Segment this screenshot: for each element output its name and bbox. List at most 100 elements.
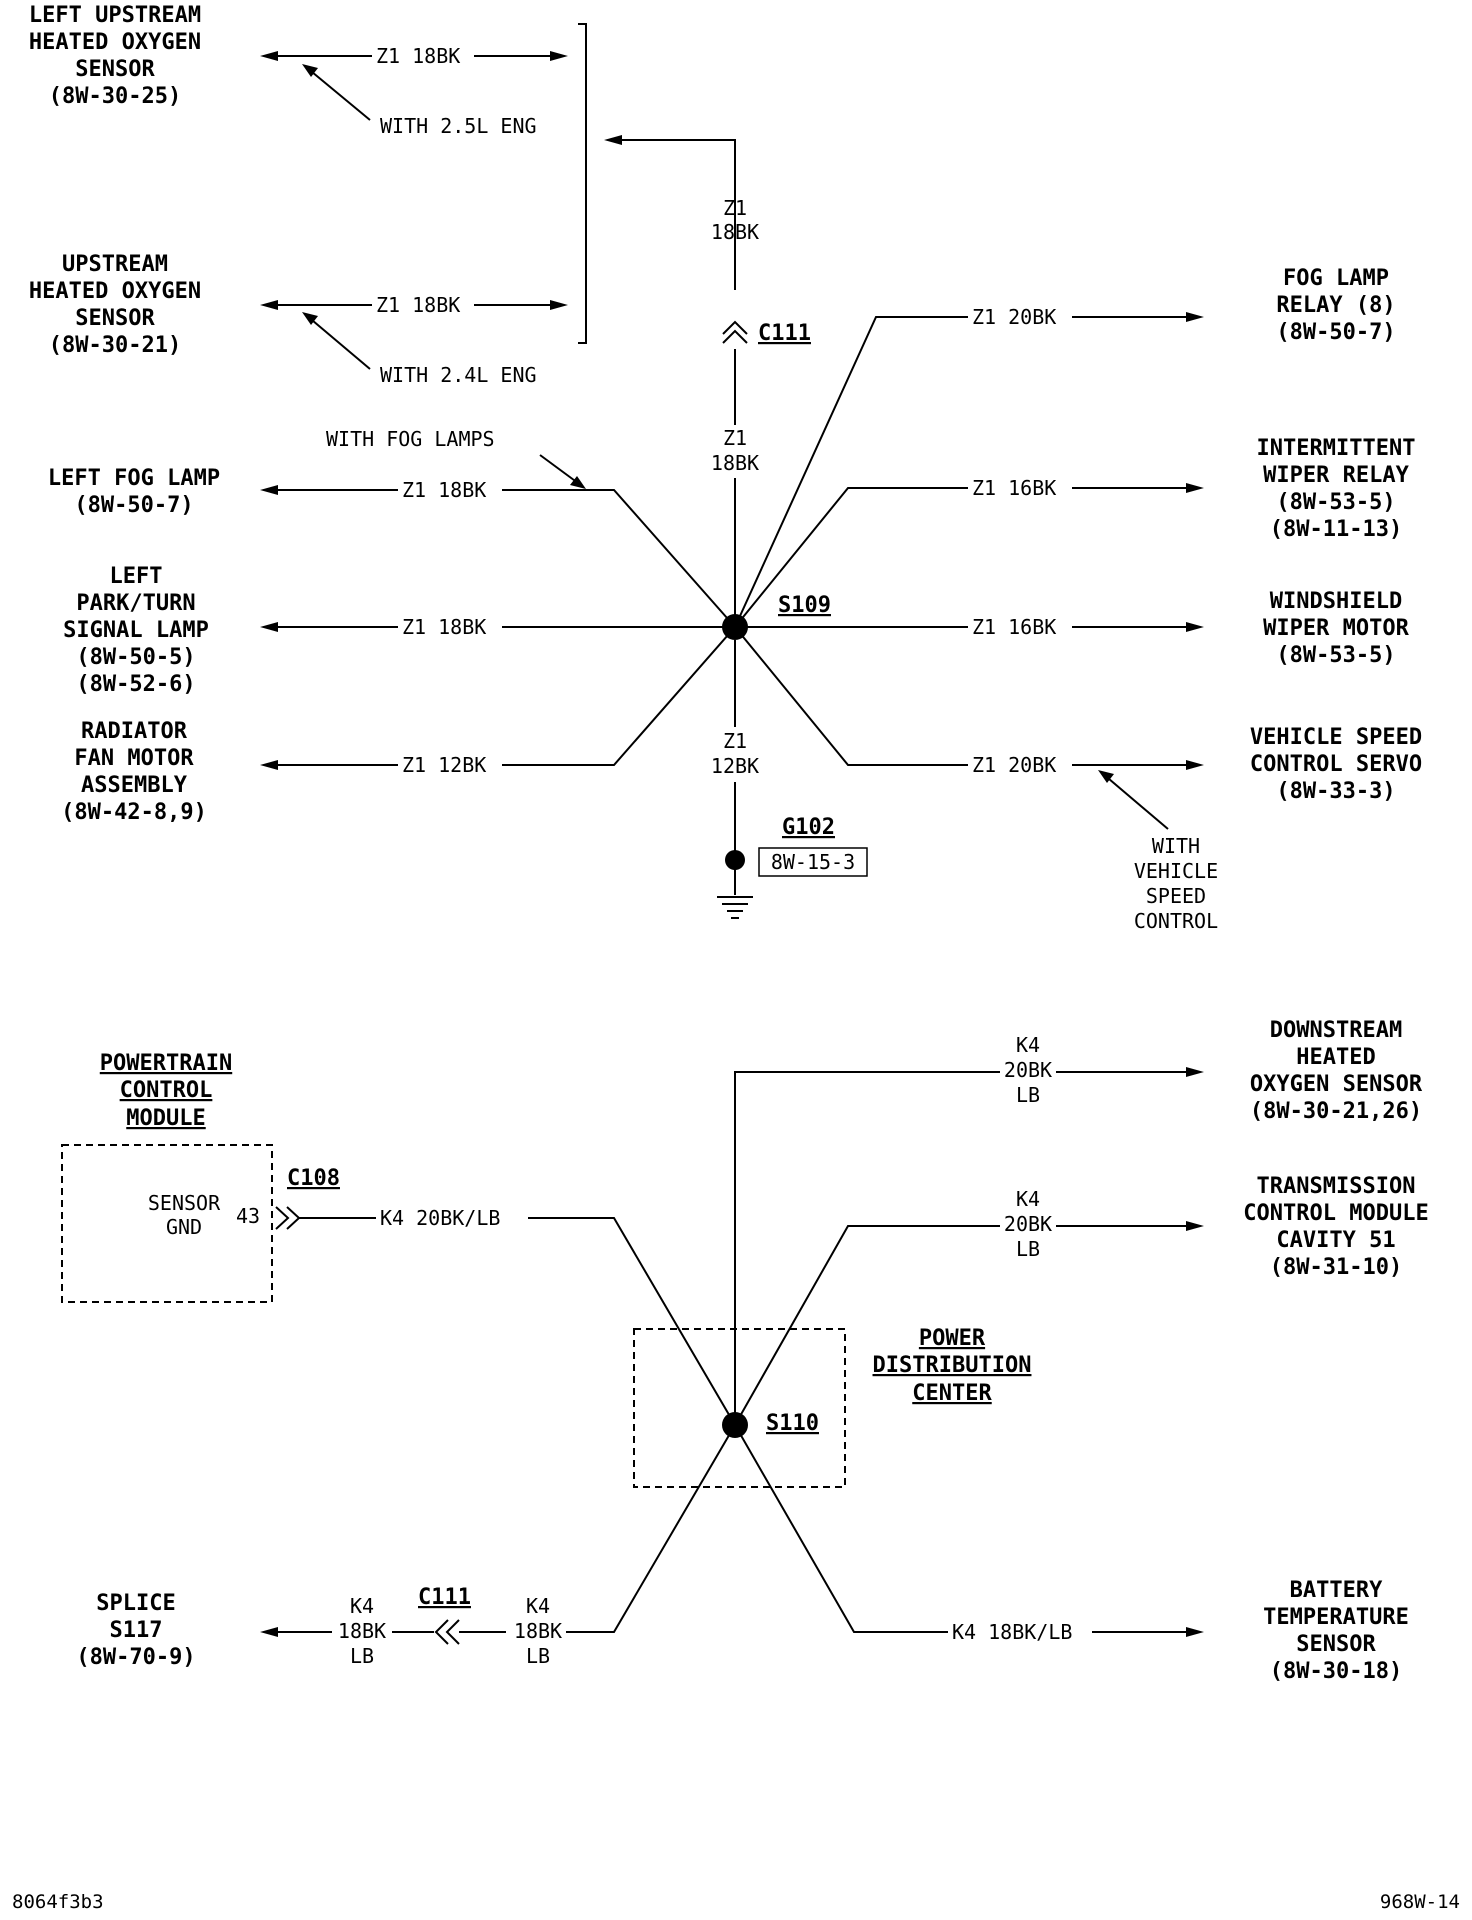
svg-text:INTERMITTENT: INTERMITTENT bbox=[1257, 436, 1416, 461]
wire-vehicle-speed-servo: Z1 20BK bbox=[734, 626, 1204, 777]
svg-text:Z1 16BK: Z1 16BK bbox=[972, 615, 1056, 639]
svg-text:(8W-42-8,9): (8W-42-8,9) bbox=[61, 800, 207, 825]
svg-text:PARK/TURN: PARK/TURN bbox=[76, 591, 195, 616]
fog-lamp-relay: FOG LAMP RELAY (8) (8W-50-7) bbox=[1276, 266, 1395, 345]
svg-text:20BK: 20BK bbox=[1004, 1212, 1052, 1236]
svg-text:MODULE: MODULE bbox=[126, 1106, 205, 1131]
svg-text:C108: C108 bbox=[287, 1166, 340, 1191]
svg-text:HEATED OXYGEN: HEATED OXYGEN bbox=[29, 279, 201, 304]
svg-text:(8W-50-7): (8W-50-7) bbox=[74, 493, 193, 518]
wire-fog-lamp-relay: Z1 20BK bbox=[734, 305, 1204, 628]
svg-text:Z1 16BK: Z1 16BK bbox=[972, 476, 1056, 500]
svg-text:S109: S109 bbox=[778, 593, 831, 618]
svg-text:Z1 20BK: Z1 20BK bbox=[972, 305, 1056, 329]
svg-text:CAVITY 51: CAVITY 51 bbox=[1276, 1228, 1395, 1253]
wire-upstream: Z1 18BK bbox=[260, 293, 568, 317]
svg-text:LB: LB bbox=[1016, 1237, 1040, 1261]
wire-left-upstream: Z1 18BK bbox=[260, 44, 568, 68]
trunk-wire-lower: Z1 18BK bbox=[711, 349, 759, 617]
wire-pcm-sensor-ground: K4 20BK/LB bbox=[299, 1206, 736, 1426]
engine-option-bracket bbox=[578, 23, 736, 344]
transmission-control-module: TRANSMISSION CONTROL MODULE CAVITY 51 (8… bbox=[1243, 1174, 1428, 1280]
svg-text:G102: G102 bbox=[782, 815, 835, 840]
svg-text:TEMPERATURE: TEMPERATURE bbox=[1263, 1605, 1409, 1630]
svg-text:Z1 18BK: Z1 18BK bbox=[402, 478, 486, 502]
svg-text:Z1 18BK: Z1 18BK bbox=[402, 615, 486, 639]
svg-text:SPEED: SPEED bbox=[1146, 884, 1206, 908]
wire-intermittent-wiper: Z1 16BK bbox=[734, 476, 1204, 628]
svg-text:(8W-30-21): (8W-30-21) bbox=[49, 333, 181, 358]
svg-text:RADIATOR: RADIATOR bbox=[81, 719, 188, 744]
splice-s109: S109 bbox=[722, 593, 831, 640]
ground-g102: G102 8W-15-3 bbox=[725, 815, 868, 877]
svg-text:K4: K4 bbox=[350, 1594, 374, 1618]
connector-c111-top: C111 bbox=[722, 320, 811, 346]
downstream-oxygen-sensor: DOWNSTREAM HEATED OXYGEN SENSOR (8W-30-2… bbox=[1250, 1018, 1423, 1124]
svg-text:Z1 20BK: Z1 20BK bbox=[972, 753, 1056, 777]
svg-text:8W-15-3: 8W-15-3 bbox=[771, 850, 855, 874]
powertrain-control-module: SENSOR GND 43 bbox=[61, 1144, 273, 1303]
svg-text:FAN MOTOR: FAN MOTOR bbox=[74, 746, 194, 771]
svg-text:WIPER RELAY: WIPER RELAY bbox=[1263, 463, 1409, 488]
svg-text:LEFT UPSTREAM: LEFT UPSTREAM bbox=[29, 3, 201, 28]
svg-text:TRANSMISSION: TRANSMISSION bbox=[1257, 1174, 1416, 1199]
ground-symbol-icon bbox=[717, 896, 753, 919]
left-park-turn-signal-lamp: LEFT PARK/TURN SIGNAL LAMP (8W-50-5) (8W… bbox=[63, 564, 209, 697]
svg-text:Z1 18BK: Z1 18BK bbox=[376, 293, 460, 317]
svg-text:(8W-30-18): (8W-30-18) bbox=[1270, 1659, 1402, 1684]
svg-text:K4 20BK/LB: K4 20BK/LB bbox=[380, 1206, 500, 1230]
svg-text:DISTRIBUTION: DISTRIBUTION bbox=[873, 1353, 1032, 1378]
svg-text:K4: K4 bbox=[1016, 1187, 1040, 1211]
svg-text:GND: GND bbox=[166, 1215, 202, 1239]
svg-text:20BK: 20BK bbox=[1004, 1058, 1052, 1082]
svg-text:POWER: POWER bbox=[919, 1326, 986, 1351]
svg-text:(8W-30-25): (8W-30-25) bbox=[49, 84, 181, 109]
note-with-fog-lamps: WITH FOG LAMPS bbox=[326, 427, 586, 489]
svg-text:(8W-50-7): (8W-50-7) bbox=[1276, 320, 1395, 345]
svg-text:(8W-50-5): (8W-50-5) bbox=[76, 645, 195, 670]
svg-text:18BK: 18BK bbox=[514, 1619, 562, 1643]
svg-text:BATTERY: BATTERY bbox=[1290, 1578, 1383, 1603]
svg-text:LB: LB bbox=[350, 1644, 374, 1668]
splice-s110: S110 bbox=[722, 1411, 819, 1438]
svg-text:CONTROL MODULE: CONTROL MODULE bbox=[1243, 1201, 1428, 1226]
note-with-25l: WITH 2.5L ENG bbox=[302, 64, 537, 138]
svg-text:WITH FOG LAMPS: WITH FOG LAMPS bbox=[326, 427, 495, 451]
svg-text:K4: K4 bbox=[526, 1594, 550, 1618]
svg-text:18BK: 18BK bbox=[711, 220, 759, 244]
svg-text:SPLICE: SPLICE bbox=[96, 1591, 175, 1616]
ground-wire: Z1 12BK bbox=[711, 640, 759, 895]
power-distribution-center: POWER DISTRIBUTION CENTER bbox=[633, 1326, 1032, 1488]
svg-text:LB: LB bbox=[1016, 1083, 1040, 1107]
svg-text:FOG LAMP: FOG LAMP bbox=[1283, 266, 1389, 291]
svg-text:K4 18BK/LB: K4 18BK/LB bbox=[952, 1620, 1072, 1644]
svg-text:18BK: 18BK bbox=[711, 451, 759, 475]
connector-c108: C108 bbox=[275, 1166, 340, 1230]
radiator-fan-motor: RADIATOR FAN MOTOR ASSEMBLY (8W-42-8,9) bbox=[61, 719, 207, 825]
splice-s117: SPLICE S117 (8W-70-9) bbox=[76, 1591, 195, 1670]
svg-text:(8W-11-13): (8W-11-13) bbox=[1270, 517, 1402, 542]
svg-text:S110: S110 bbox=[766, 1411, 819, 1436]
svg-text:SENSOR: SENSOR bbox=[148, 1191, 221, 1215]
svg-text:CONTROL SERVO: CONTROL SERVO bbox=[1250, 752, 1422, 777]
note-with-24l: WITH 2.4L ENG bbox=[302, 312, 537, 387]
svg-text:CENTER: CENTER bbox=[912, 1381, 992, 1406]
svg-text:LB: LB bbox=[526, 1644, 550, 1668]
svg-text:Z1: Z1 bbox=[723, 426, 747, 450]
svg-text:OXYGEN SENSOR: OXYGEN SENSOR bbox=[1250, 1072, 1423, 1097]
svg-text:(8W-52-6): (8W-52-6) bbox=[76, 672, 195, 697]
svg-text:43: 43 bbox=[236, 1204, 260, 1228]
battery-temperature-sensor: BATTERY TEMPERATURE SENSOR (8W-30-18) bbox=[1263, 1578, 1409, 1684]
wire-battery-temp-sensor: K4 18BK/LB bbox=[734, 1424, 1204, 1644]
svg-text:CONTROL: CONTROL bbox=[1134, 909, 1218, 933]
svg-text:WINDSHIELD: WINDSHIELD bbox=[1270, 589, 1402, 614]
windshield-wiper-motor: WINDSHIELD WIPER MOTOR (8W-53-5) bbox=[1263, 589, 1409, 668]
svg-text:WITH 2.4L ENG: WITH 2.4L ENG bbox=[380, 363, 537, 387]
svg-text:18BK: 18BK bbox=[338, 1619, 386, 1643]
wire-tcm: K4 20BK LB bbox=[734, 1187, 1204, 1426]
wire-downstream-sensor: K4 20BK LB bbox=[734, 1033, 1204, 1425]
svg-text:DOWNSTREAM: DOWNSTREAM bbox=[1270, 1018, 1402, 1043]
wire-radiator-fan: Z1 12BK bbox=[260, 626, 736, 777]
svg-text:S117: S117 bbox=[110, 1618, 163, 1643]
